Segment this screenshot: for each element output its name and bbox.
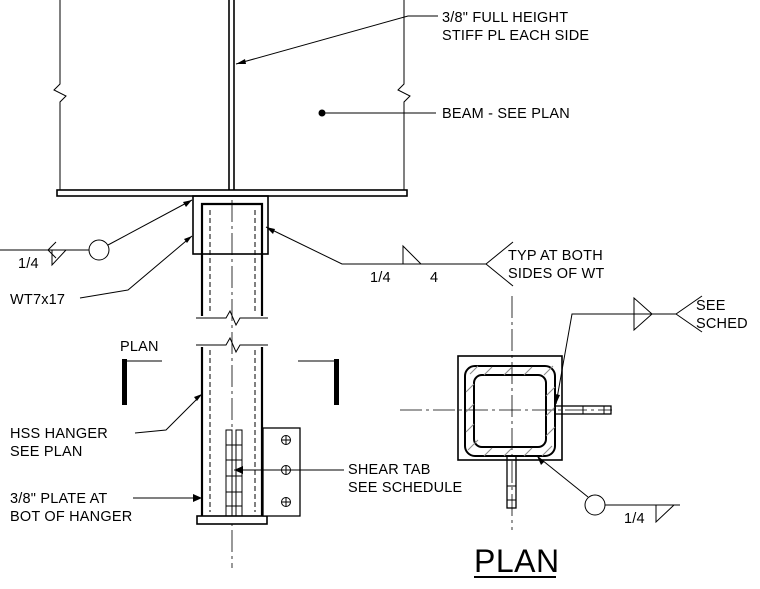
weld-center-length: 4 bbox=[430, 270, 438, 286]
typ-label-line1: TYP AT BOTH bbox=[508, 248, 603, 264]
shear-tab-weld-strip-left bbox=[225, 429, 233, 517]
hss-break-bottom bbox=[196, 336, 268, 354]
weld-bottom-label: 1/4 bbox=[624, 511, 645, 527]
plan-cut-label: PLAN bbox=[120, 339, 159, 355]
plan-hss-hatch bbox=[465, 365, 556, 457]
hss-callout: HSS HANGER SEE PLAN bbox=[10, 393, 203, 460]
see-sched-label-line2: SCHED bbox=[696, 316, 748, 332]
plate-label-line2: BOT OF HANGER bbox=[10, 509, 132, 525]
see-sched-label-line1: SEE bbox=[696, 298, 726, 314]
bolt-hole-1 bbox=[281, 435, 291, 445]
wt-section bbox=[192, 195, 269, 255]
hss-label-line1: HSS HANGER bbox=[10, 426, 108, 442]
wt-label: WT7x17 bbox=[10, 292, 65, 308]
weld-symbol-left: 1/4 bbox=[0, 199, 193, 272]
plan-hss-inner bbox=[473, 374, 547, 448]
weld-center-label: 1/4 bbox=[370, 270, 391, 286]
weld-all-around-circle-plan bbox=[584, 494, 606, 516]
plan-title: PLAN bbox=[474, 543, 560, 579]
hss-break-top bbox=[196, 309, 268, 327]
wt-callout: WT7x17 bbox=[10, 235, 193, 308]
beam-callout: BEAM - SEE PLAN bbox=[318, 106, 570, 122]
beam-label: BEAM - SEE PLAN bbox=[442, 106, 570, 122]
hanger-elevation bbox=[192, 195, 301, 568]
weld-all-around-circle-left bbox=[88, 239, 110, 261]
weld-left-label: 1/4 bbox=[18, 256, 39, 272]
plan-shear-tab bbox=[506, 455, 517, 509]
stiff-pl-label-line2: STIFF PL EACH SIDE bbox=[442, 28, 589, 44]
stiff-pl-callout: 3/8" FULL HEIGHT STIFF PL EACH SIDE bbox=[235, 10, 589, 65]
bottom-plate bbox=[196, 515, 268, 525]
bottom-plate-callout: 3/8" PLATE AT BOT OF HANGER bbox=[10, 491, 202, 525]
beam-right-edge bbox=[397, 0, 411, 190]
plan-hss-outer bbox=[464, 365, 556, 457]
hss-label-line2: SEE PLAN bbox=[10, 444, 83, 460]
shear-tab-label-line1: SHEAR TAB bbox=[348, 462, 431, 478]
shear-tab-label-line2: SEE SCHEDULE bbox=[348, 480, 463, 496]
stiff-pl-label-line1: 3/8" FULL HEIGHT bbox=[442, 10, 568, 26]
beam-bottom-flange bbox=[56, 189, 408, 197]
plan-wt-flange bbox=[457, 355, 563, 461]
plate-label-line1: 3/8" PLATE AT bbox=[10, 491, 107, 507]
beam-elevation bbox=[53, 0, 411, 197]
plan-view: SEE SCHED 1/4 PLAN bbox=[400, 295, 748, 579]
weld-symbol-center: 1/4 4 TYP AT BOTH SIDES OF WT bbox=[265, 226, 604, 287]
section-cut-bar-left bbox=[122, 359, 127, 405]
typ-label-line2: SIDES OF WT bbox=[508, 266, 604, 282]
section-cut-bar-right bbox=[334, 359, 339, 405]
shear-tab-callout: SHEAR TAB SEE SCHEDULE bbox=[234, 462, 463, 496]
bolt-hole-3 bbox=[281, 497, 291, 507]
section-cut-marks: PLAN bbox=[120, 339, 339, 405]
beam-left-edge bbox=[53, 0, 67, 190]
